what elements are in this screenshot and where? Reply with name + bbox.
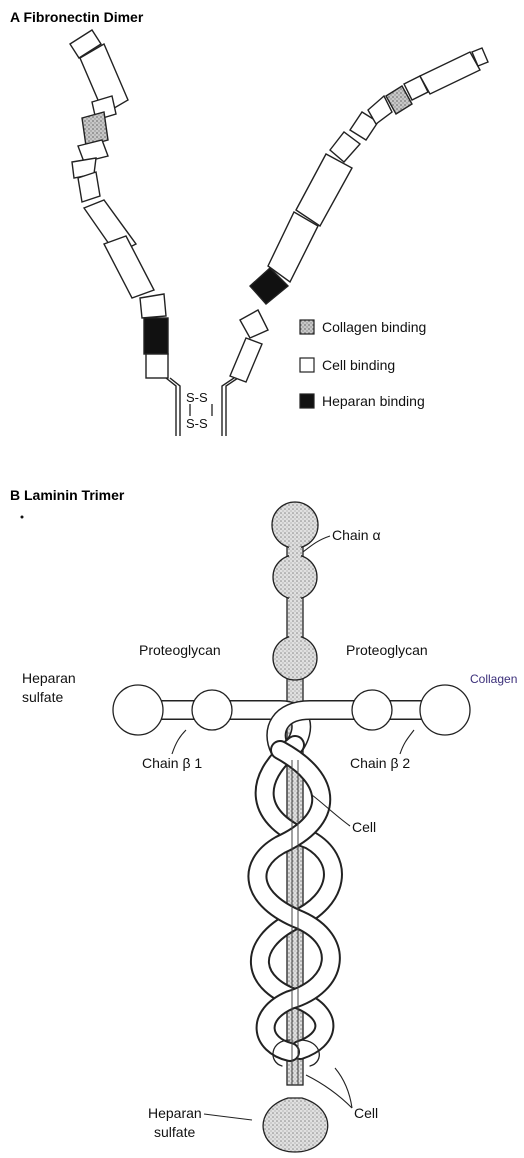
label-heparan-left-1: Heparan (22, 670, 76, 686)
fn-right-stem (222, 378, 238, 436)
label-chain-alpha: Chain α (332, 527, 381, 543)
beta2-globule-2 (420, 685, 470, 735)
fn-right-domain-3 (268, 212, 318, 282)
disulfide-top-label: S-S (186, 390, 208, 405)
alpha-globule-3 (273, 636, 317, 680)
legend-swatch-cell (300, 358, 314, 372)
beta1-globule-1 (113, 685, 163, 735)
label-heparan-left-2: sulfate (22, 689, 63, 705)
fn-left-domain-8 (140, 294, 166, 318)
leader-heparan-bottom (204, 1114, 252, 1120)
fn-left-domain-5 (78, 172, 100, 202)
alpha-globule-2 (273, 555, 317, 599)
fn-right-domain-1 (230, 338, 262, 382)
alpha-neck-2 (289, 598, 301, 638)
fn-right-domain-9 (420, 52, 480, 94)
stray-dot (21, 516, 24, 519)
beta2-globule-1 (352, 690, 392, 730)
legend: Collagen binding Cell binding Heparan bi… (300, 319, 426, 409)
legend-label-heparan: Heparan binding (322, 393, 425, 409)
label-chain-beta1: Chain β 1 (142, 755, 202, 771)
fn-right-domain-4 (296, 154, 352, 226)
fibronectin-right-arm (222, 48, 488, 436)
alpha-neck-1 (289, 547, 301, 559)
panel-a-title: A Fibronectin Dimer (10, 9, 144, 25)
label-proteoglycan-right: Proteoglycan (346, 642, 428, 658)
legend-label-cell: Cell binding (322, 357, 395, 373)
fn-left-collagen-domain (82, 112, 108, 146)
alpha-globule-1 (272, 502, 318, 548)
leader-cell-bottom-2 (335, 1068, 352, 1108)
leader-chain-beta1 (172, 730, 186, 754)
fn-left-heparan-domain (144, 318, 168, 354)
disulfide-bridge: S-S S-S (186, 390, 212, 431)
panel-b-title: B Laminin Trimer (10, 487, 125, 503)
legend-label-collagen: Collagen binding (322, 319, 426, 335)
legend-swatch-collagen (300, 320, 314, 334)
beta1-globule-2 (192, 690, 232, 730)
fibronectin-left-arm (70, 30, 180, 436)
fn-left-domain-9 (146, 354, 168, 378)
label-heparan-bottom-1: Heparan (148, 1105, 202, 1121)
alpha-bottom-globule (263, 1098, 328, 1152)
label-chain-beta2: Chain β 2 (350, 755, 410, 771)
label-cell-bottom: Cell (354, 1105, 378, 1121)
legend-swatch-heparan (300, 394, 314, 408)
fn-right-domain-2 (240, 310, 268, 338)
disulfide-bottom-label: S-S (186, 416, 208, 431)
fn-left-stem (166, 378, 180, 436)
leader-chain-beta2 (400, 730, 414, 754)
label-heparan-bottom-2: sulfate (154, 1124, 195, 1140)
fn-left-domain-7 (104, 236, 154, 298)
label-proteoglycan-left: Proteoglycan (139, 642, 221, 658)
label-cell-mid: Cell (352, 819, 376, 835)
fn-right-domain-5 (330, 132, 360, 162)
label-collagen: Collagen (470, 672, 517, 686)
